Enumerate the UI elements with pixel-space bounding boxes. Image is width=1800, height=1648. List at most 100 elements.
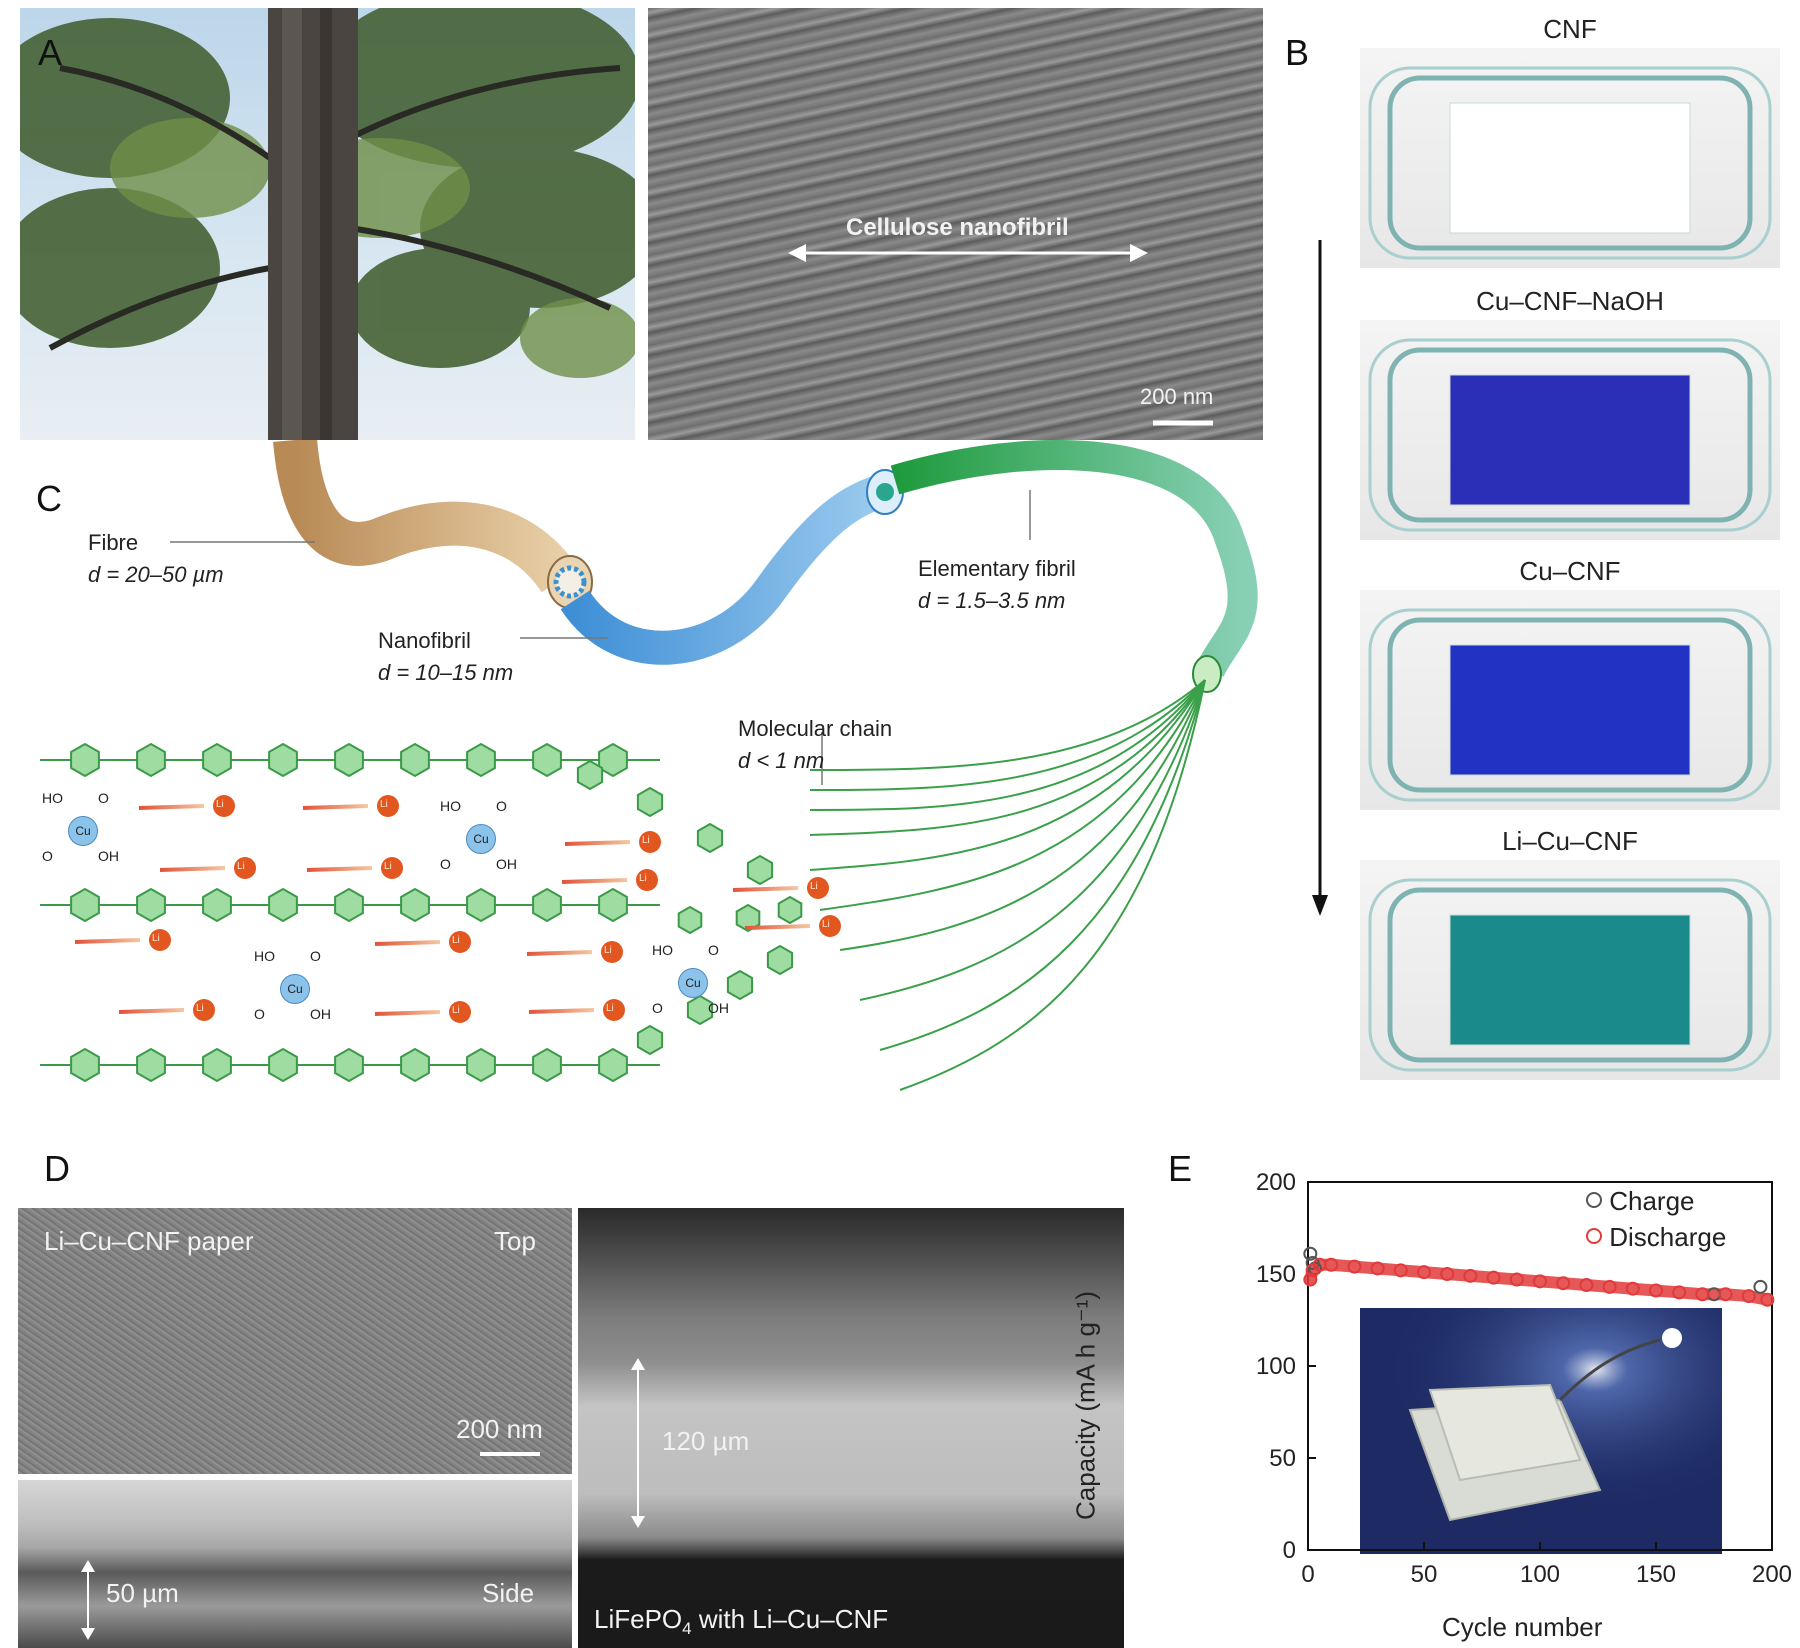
dish-photo (1360, 48, 1780, 268)
li-label: Li (152, 933, 160, 944)
glucose-ring (726, 969, 754, 1001)
cross-thickness-label: 120 µm (662, 1426, 750, 1456)
li-ion (636, 869, 658, 891)
glucose-ring (400, 887, 430, 923)
discharge-point (1370, 1261, 1385, 1276)
glucose-ring (334, 887, 364, 923)
glucose-ring (466, 742, 496, 778)
cu-ion: Cu (678, 968, 708, 998)
glucose-ring (268, 742, 298, 778)
glucose-ring (532, 742, 562, 778)
glucose-ring (735, 903, 761, 933)
glucose-ring (598, 742, 628, 778)
charge-point (1753, 1279, 1768, 1294)
x-tick-label: 0 (1301, 1561, 1314, 1588)
glucose-ring (598, 1047, 628, 1083)
glass-dish (1368, 338, 1772, 532)
elementary-fibril-diameter: d = 1.5–3.5 nm (918, 588, 1066, 613)
glucose-ring (777, 895, 803, 925)
dish-photo (1360, 860, 1780, 1080)
li-arrow (744, 924, 811, 930)
charge-point (1303, 1246, 1318, 1261)
li-arrow (159, 866, 226, 872)
sem-scale-label: 200 nm (1140, 384, 1214, 409)
li-ion (213, 795, 235, 817)
legend-charge-label: Charge (1609, 1186, 1695, 1216)
li-arrow (138, 804, 205, 810)
top-scale-label: 200 nm (456, 1414, 543, 1444)
glucose-ring (766, 944, 794, 976)
process-arrow (1312, 240, 1328, 916)
discharge-point (1602, 1279, 1617, 1294)
legend-discharge-label: Discharge (1609, 1222, 1727, 1252)
glass-dish (1368, 66, 1772, 260)
sem-cross-section-image: 120 µm LiFePO4 with Li–Cu–CNF (578, 1208, 1124, 1648)
dish-photo (1360, 320, 1780, 540)
li-label: Li (639, 873, 647, 884)
panel-d-letter: D (44, 1148, 70, 1189)
glucose-ring (268, 887, 298, 923)
film-sheet (1449, 914, 1691, 1046)
side-thickness-arrow (81, 1560, 95, 1640)
discharge-point (1760, 1292, 1775, 1307)
cellulose-hierarchy-diagram (40, 440, 1258, 1091)
discharge-point (1509, 1272, 1524, 1287)
glucose-ring (400, 1047, 430, 1083)
panel-a-letter: A (38, 32, 63, 73)
hydroxyl-label: O (254, 1006, 265, 1022)
discharge-point (1486, 1270, 1501, 1285)
glucose-ring (677, 905, 703, 935)
fibre-diameter: d = 20–50 µm (88, 562, 224, 587)
li-label: Li (642, 835, 650, 846)
li-ion (381, 857, 403, 879)
molecular-chain-diameter: d < 1 nm (738, 748, 825, 773)
li-label: Li (822, 919, 830, 930)
hydroxyl-label: O (496, 798, 507, 814)
hydroxyl-label: O (708, 942, 719, 958)
li-ion (603, 999, 625, 1021)
discharge-point (1324, 1257, 1339, 1272)
discharge-point (1533, 1274, 1547, 1289)
li-label: Li (452, 1005, 460, 1016)
li-arrow (306, 866, 373, 872)
dish-title: Cu–CNF–NaOH (1476, 286, 1664, 316)
lifepo-text: LiFePO (594, 1604, 683, 1634)
li-label: Li (196, 1003, 204, 1014)
li-ion (639, 831, 661, 853)
nanofibril-label: Cellulose nanofibril (846, 214, 1069, 241)
molecular-chain-name: Molecular chain (738, 716, 893, 741)
glucose-ring (532, 1047, 562, 1083)
li-ion (449, 1001, 471, 1023)
tree-illustration (20, 8, 635, 440)
hydroxyl-label: OH (310, 1006, 331, 1022)
dish-title: CNF (1543, 14, 1597, 44)
li-ion (449, 931, 471, 953)
li-arrow (118, 1008, 185, 1014)
glucose-ring (202, 1047, 232, 1083)
hydroxyl-label: HO (254, 948, 275, 964)
li-ion (149, 929, 171, 951)
hydroxyl-label: HO (652, 942, 673, 958)
nanofibril-name: Nanofibril (378, 628, 471, 653)
side-thickness-label: 50 µm (106, 1578, 179, 1608)
discharge-point (1303, 1272, 1318, 1287)
li-ion (377, 795, 399, 817)
y-tick-label: 0 (1283, 1537, 1296, 1564)
glucose-ring (400, 742, 430, 778)
glucose-ring (466, 887, 496, 923)
glucose-ring (696, 822, 724, 854)
y-tick-label: 50 (1269, 1445, 1296, 1472)
hydroxyl-label: O (98, 790, 109, 806)
discharge-point (1741, 1289, 1756, 1304)
nanofibril-arrow (788, 244, 1213, 426)
li-ion (601, 941, 623, 963)
glucose-ring (466, 1047, 496, 1083)
x-tick-label: 150 (1636, 1561, 1676, 1588)
discharge-point (1718, 1287, 1733, 1302)
li-arrow (74, 938, 141, 944)
li-ion (807, 877, 829, 899)
li-label: Li (452, 935, 460, 946)
li-arrow (526, 950, 593, 956)
film-sheet (1449, 102, 1691, 234)
glucose-ring (70, 742, 100, 778)
